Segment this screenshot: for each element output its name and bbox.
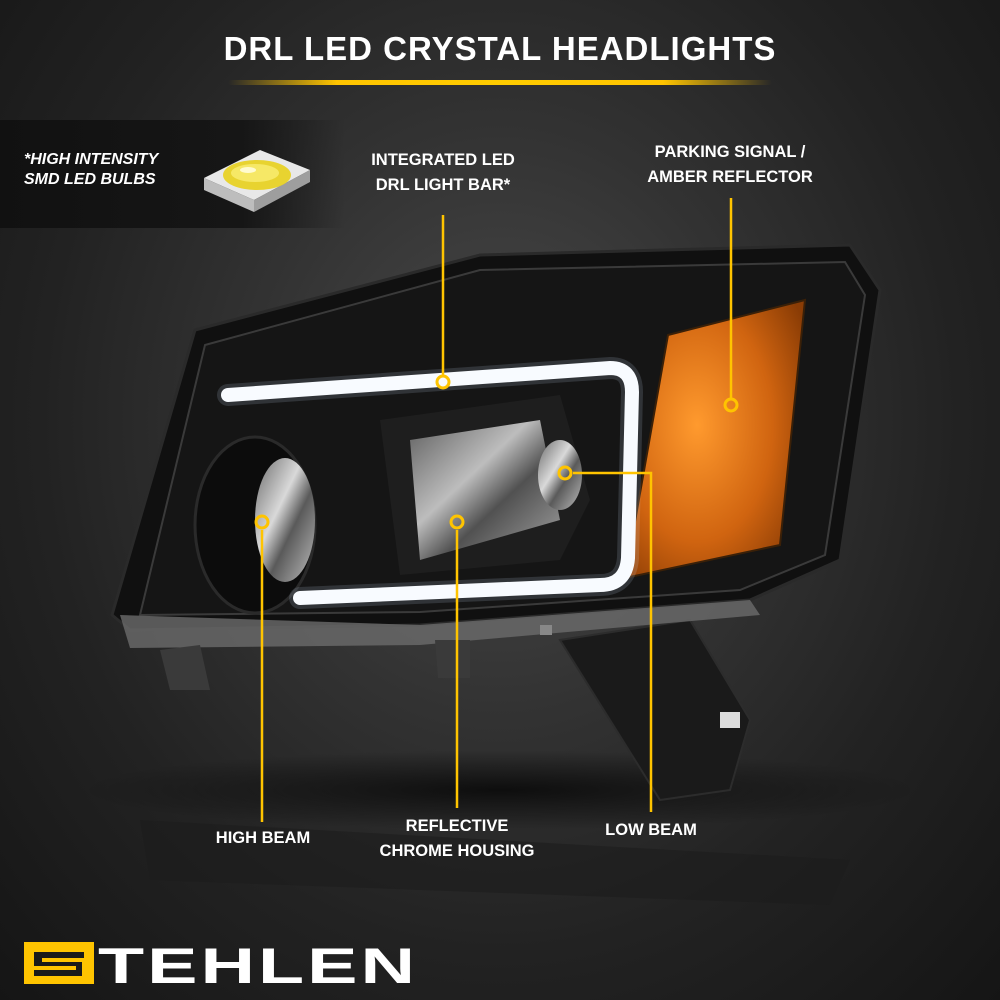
parking-marker: [723, 397, 739, 413]
low-beam-marker: [557, 465, 573, 481]
chip-label-line2: SMD LED BULBS: [24, 171, 156, 188]
page-title: DRL LED CRYSTAL HEADLIGHTS: [223, 30, 777, 67]
drl-label-line2: DRL LIGHT BAR*: [375, 176, 511, 194]
smd-led-chip-icon: [204, 150, 310, 212]
title-underline: [228, 80, 772, 85]
brand-text: TEHLEN: [98, 938, 418, 988]
drl-label-line1: INTEGRATED LED: [371, 151, 515, 169]
chrome-marker: [449, 514, 465, 530]
high-beam-label: HIGH BEAM: [215, 829, 311, 847]
parking-label-line1: PARKING SIGNAL /: [654, 143, 806, 161]
chrome-label-line1: REFLECTIVE: [405, 817, 509, 835]
chip-label-line1: *HIGH INTENSITY: [24, 151, 159, 168]
parking-label: PARKING SIGNAL / AMBER REFLECTOR: [630, 140, 830, 190]
chrome-label-line2: CHROME HOUSING: [379, 842, 535, 860]
low-beam-label: LOW BEAM: [605, 821, 697, 839]
chrome-label: REFLECTIVE CHROME HOUSING: [362, 814, 552, 864]
parking-label-line2: AMBER REFLECTOR: [647, 168, 813, 186]
chip-label: *HIGH INTENSITY SMD LED BULBS: [24, 150, 199, 190]
drl-label: INTEGRATED LED DRL LIGHT BAR*: [353, 148, 533, 198]
stehlen-logo: TEHLEN: [24, 938, 418, 988]
drl-marker: [435, 374, 451, 390]
high-beam-marker: [254, 514, 270, 530]
